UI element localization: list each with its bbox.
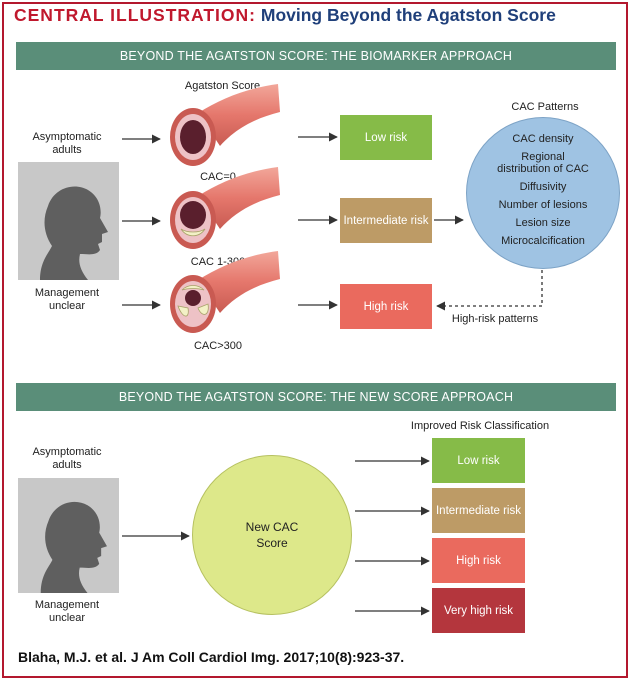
management-label-1: Management unclear	[34, 287, 100, 312]
biomarker-banner: BEYOND THE AGATSTON SCORE: THE BIOMARKER…	[16, 42, 616, 70]
cac-patterns-circle: CAC density Regional distribution of CAC…	[466, 117, 620, 269]
head-silhouette-panel-1	[18, 162, 119, 280]
title-lead: CENTRAL ILLUSTRATION:	[14, 5, 256, 25]
classification-heading: Improved Risk Classification	[410, 420, 550, 432]
newscore-banner: BEYOND THE AGATSTON SCORE: THE NEW SCORE…	[16, 383, 616, 411]
agatston-score-label: Agatston Score	[184, 80, 261, 92]
pattern-item: Diffusivity	[519, 181, 567, 193]
risk-box-high: High risk	[340, 284, 432, 329]
citation: Blaha, M.J. et al. J Am Coll Cardiol Img…	[18, 649, 405, 665]
pattern-item: Microcalcification	[501, 235, 585, 247]
pattern-item: Number of lesions	[498, 199, 588, 211]
newscore-arrows	[122, 456, 430, 616]
classification-box-high: High risk	[432, 538, 525, 583]
risk-box-low: Low risk	[340, 115, 432, 160]
new-cac-score-circle: New CAC Score	[192, 455, 352, 615]
input-arrows	[122, 134, 161, 310]
vessel-label-cac0: CAC=0	[200, 171, 236, 183]
head-silhouette-icon-1	[40, 186, 108, 280]
head-silhouette-icon-2	[40, 501, 107, 593]
new-cac-score-label: New CAC Score	[245, 520, 299, 550]
pattern-item: Lesion size	[515, 217, 571, 229]
cac-patterns-heading: CAC Patterns	[511, 101, 579, 113]
title-main: Moving Beyond the Agatston Score	[260, 5, 556, 25]
vessel-cac1-300	[170, 167, 280, 249]
vessel-cac0	[170, 84, 280, 166]
risk-arrows	[298, 132, 464, 310]
classification-box-very-high: Very high risk	[432, 588, 525, 633]
classification-box-low: Low risk	[432, 438, 525, 483]
high-risk-patterns-label: High-risk patterns	[451, 313, 539, 325]
pattern-item: CAC density	[512, 133, 574, 145]
head-silhouette-panel-2	[18, 478, 119, 593]
asymptomatic-label-1: Asymptomatic adults	[32, 131, 102, 156]
management-label-2: Management unclear	[34, 599, 100, 624]
high-risk-patterns-arrow	[436, 270, 543, 311]
risk-box-intermediate: Intermediate risk	[340, 198, 432, 243]
figure-title: CENTRAL ILLUSTRATION: Moving Beyond the …	[14, 5, 556, 31]
asymptomatic-label-2: Asymptomatic adults	[32, 446, 102, 471]
classification-box-intermediate: Intermediate risk	[432, 488, 525, 533]
pattern-item: Regional distribution of CAC	[497, 151, 589, 175]
vessel-cac300	[170, 251, 280, 333]
vessel-label-cac300: CAC>300	[193, 340, 242, 352]
